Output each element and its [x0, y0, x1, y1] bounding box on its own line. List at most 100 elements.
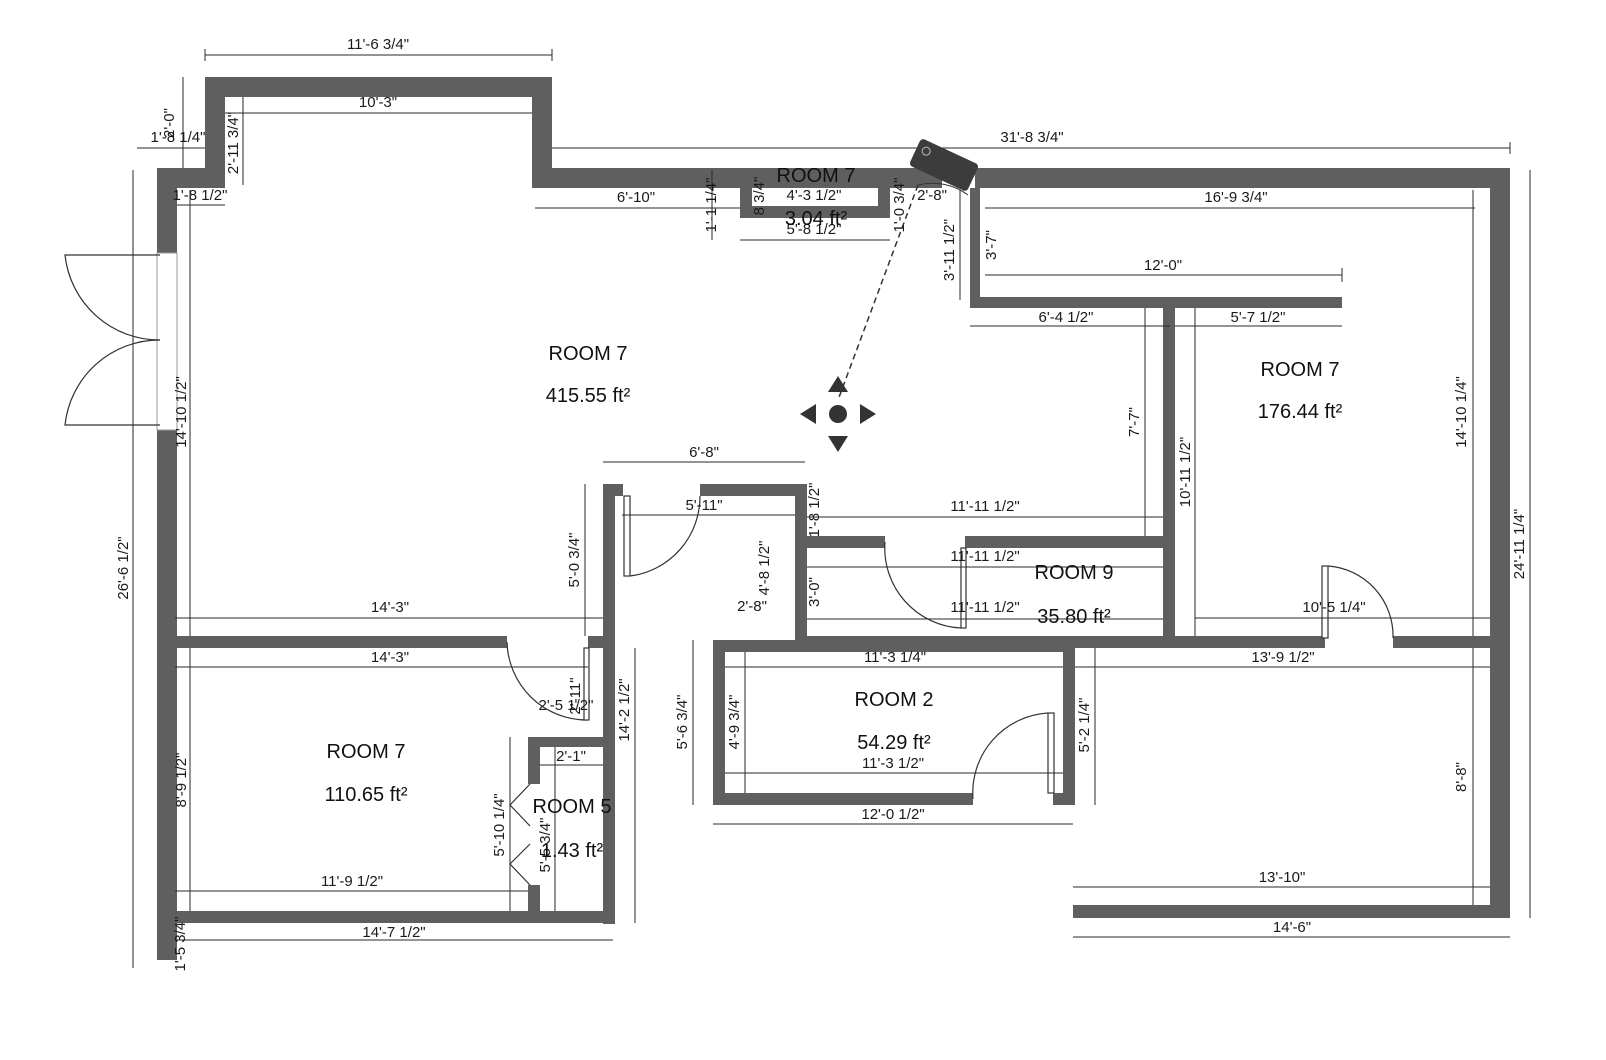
wall[interactable]	[205, 77, 552, 97]
door-leaf[interactable]	[623, 495, 631, 577]
dim-label: 3'-7"	[983, 230, 1000, 260]
wall[interactable]	[205, 77, 225, 187]
dim-label: 31'-8 3/4"	[1000, 129, 1063, 146]
door-swing[interactable]	[884, 541, 962, 629]
dim-label: 14'-3"	[371, 649, 409, 666]
dim-label: 10'-5 1/4"	[1302, 599, 1365, 616]
room-name[interactable]: ROOM 2	[855, 689, 934, 711]
dim-label: 2'-8"	[917, 187, 947, 204]
dim-label: 24'-11 1/4"	[1511, 509, 1528, 579]
dim-label: 2'-5 1/2"	[539, 697, 594, 714]
wall[interactable]	[532, 168, 942, 188]
wall[interactable]	[700, 484, 807, 496]
wall[interactable]	[970, 188, 980, 308]
dim-label: 14'-6"	[1273, 919, 1311, 936]
room-name[interactable]: ROOM 7	[777, 165, 856, 187]
wall[interactable]	[157, 636, 507, 648]
wall[interactable]	[157, 430, 177, 960]
wall[interactable]	[603, 484, 615, 924]
wall[interactable]	[1490, 168, 1510, 918]
wall[interactable]	[1163, 308, 1175, 646]
dim-label: 14'-2 1/2"	[616, 678, 633, 741]
door-swing[interactable]	[1327, 565, 1394, 639]
dim-label: 1'-8 1/2"	[173, 187, 228, 204]
room-name[interactable]: ROOM 7	[1261, 359, 1340, 381]
door-swing[interactable]	[64, 339, 161, 426]
dim-label: 2'-1"	[556, 748, 586, 765]
dim-label: 2'-11 3/4"	[225, 112, 242, 174]
dim-label: 10'-11 1/2"	[1177, 437, 1194, 507]
dim-label: 5'-11"	[685, 497, 722, 514]
dim-label: 11'-11 1/2"	[950, 548, 1019, 565]
room-name[interactable]: ROOM 9	[1035, 562, 1114, 584]
move-arrows-icon[interactable]	[800, 376, 876, 452]
door-leaf[interactable]	[1321, 565, 1329, 639]
room-area: 110.65 ft²	[324, 784, 407, 806]
dim-label: 14'-10 1/4"	[1453, 376, 1470, 448]
dim-label: 7'-7"	[1126, 407, 1143, 437]
dim-label: 5'-10 1/4"	[491, 793, 508, 856]
wall[interactable]	[1063, 640, 1075, 805]
room-area: 35.80 ft²	[1037, 606, 1111, 628]
dim-label: 6'-8"	[689, 444, 719, 461]
wall[interactable]	[157, 168, 177, 263]
door-leaf[interactable]	[960, 547, 967, 629]
room-name[interactable]: ROOM 7	[327, 741, 406, 763]
wall[interactable]	[975, 168, 1505, 188]
door-swing[interactable]	[506, 641, 588, 721]
room-name[interactable]: ROOM 5	[533, 796, 612, 818]
dim-label: 6'-4 1/2"	[1039, 309, 1094, 326]
dim-label: 5'-5 3/4"	[537, 818, 554, 873]
wall[interactable]	[970, 297, 1342, 308]
door-leaf[interactable]	[583, 647, 590, 721]
door-opening[interactable]	[156, 252, 178, 431]
room-area: 176.44 ft²	[1258, 401, 1343, 423]
room-name[interactable]: ROOM 7	[549, 343, 628, 365]
dim-label: 5'-6 3/4"	[674, 695, 691, 750]
wall[interactable]	[1073, 905, 1510, 918]
wall[interactable]	[713, 793, 973, 805]
dim-label: 14'-7 1/2"	[362, 924, 425, 941]
dim-label: 1'-0 3/4"	[891, 178, 908, 233]
door-swing[interactable]	[629, 495, 701, 577]
wall[interactable]	[740, 206, 890, 218]
dim-label: 4'-3 1/2"	[787, 187, 842, 204]
dim-label: 1'-8 1/2"	[806, 483, 823, 538]
room-area: 3.04 ft²	[785, 208, 848, 230]
wall[interactable]	[1393, 636, 1510, 648]
wall[interactable]	[532, 77, 552, 187]
wall[interactable]	[795, 536, 885, 548]
camera-icon[interactable]	[837, 138, 979, 401]
wall[interactable]	[795, 484, 807, 648]
wall[interactable]	[157, 911, 613, 923]
dim-label: 3'-0"	[806, 577, 823, 607]
dim-label: 11'-3 1/2"	[862, 755, 924, 772]
dim-label: 11'-6 3/4"	[347, 36, 409, 53]
wall[interactable]	[528, 737, 540, 784]
dim-label: 5'-0 3/4"	[566, 533, 583, 588]
dim-label: 11'-9 1/2"	[321, 873, 383, 890]
dim-label: 12'-0 1/2"	[861, 806, 924, 823]
dimension-lines	[132, 49, 1531, 968]
dim-label: 1'-8 1/4"	[151, 129, 206, 146]
wall[interactable]	[878, 170, 890, 218]
door-leaf[interactable]	[1047, 712, 1055, 794]
dim-label: 13'-9 1/2"	[1251, 649, 1314, 666]
dim-label: 8'-8"	[1453, 762, 1470, 792]
dim-label: 16'-9 3/4"	[1204, 189, 1267, 206]
dim-label: 2'-8"	[737, 598, 767, 615]
dim-label: 8'-9 1/2"	[173, 753, 190, 808]
wall[interactable]	[528, 737, 613, 747]
dim-label: 11'-3 1/4"	[864, 649, 926, 666]
dim-label: 3'-11 1/2"	[941, 219, 958, 281]
walls	[157, 77, 1510, 960]
dim-label: 14'-10 1/2"	[173, 376, 190, 448]
wall[interactable]	[965, 536, 1175, 548]
wall[interactable]	[713, 640, 725, 805]
bifold-door[interactable]	[509, 783, 531, 886]
dim-label: 11'-11 1/2"	[950, 599, 1019, 616]
door-swing[interactable]	[64, 254, 161, 341]
dim-label: 14'-3"	[371, 599, 409, 616]
wall[interactable]	[713, 640, 1073, 652]
door-swing[interactable]	[972, 712, 1049, 800]
